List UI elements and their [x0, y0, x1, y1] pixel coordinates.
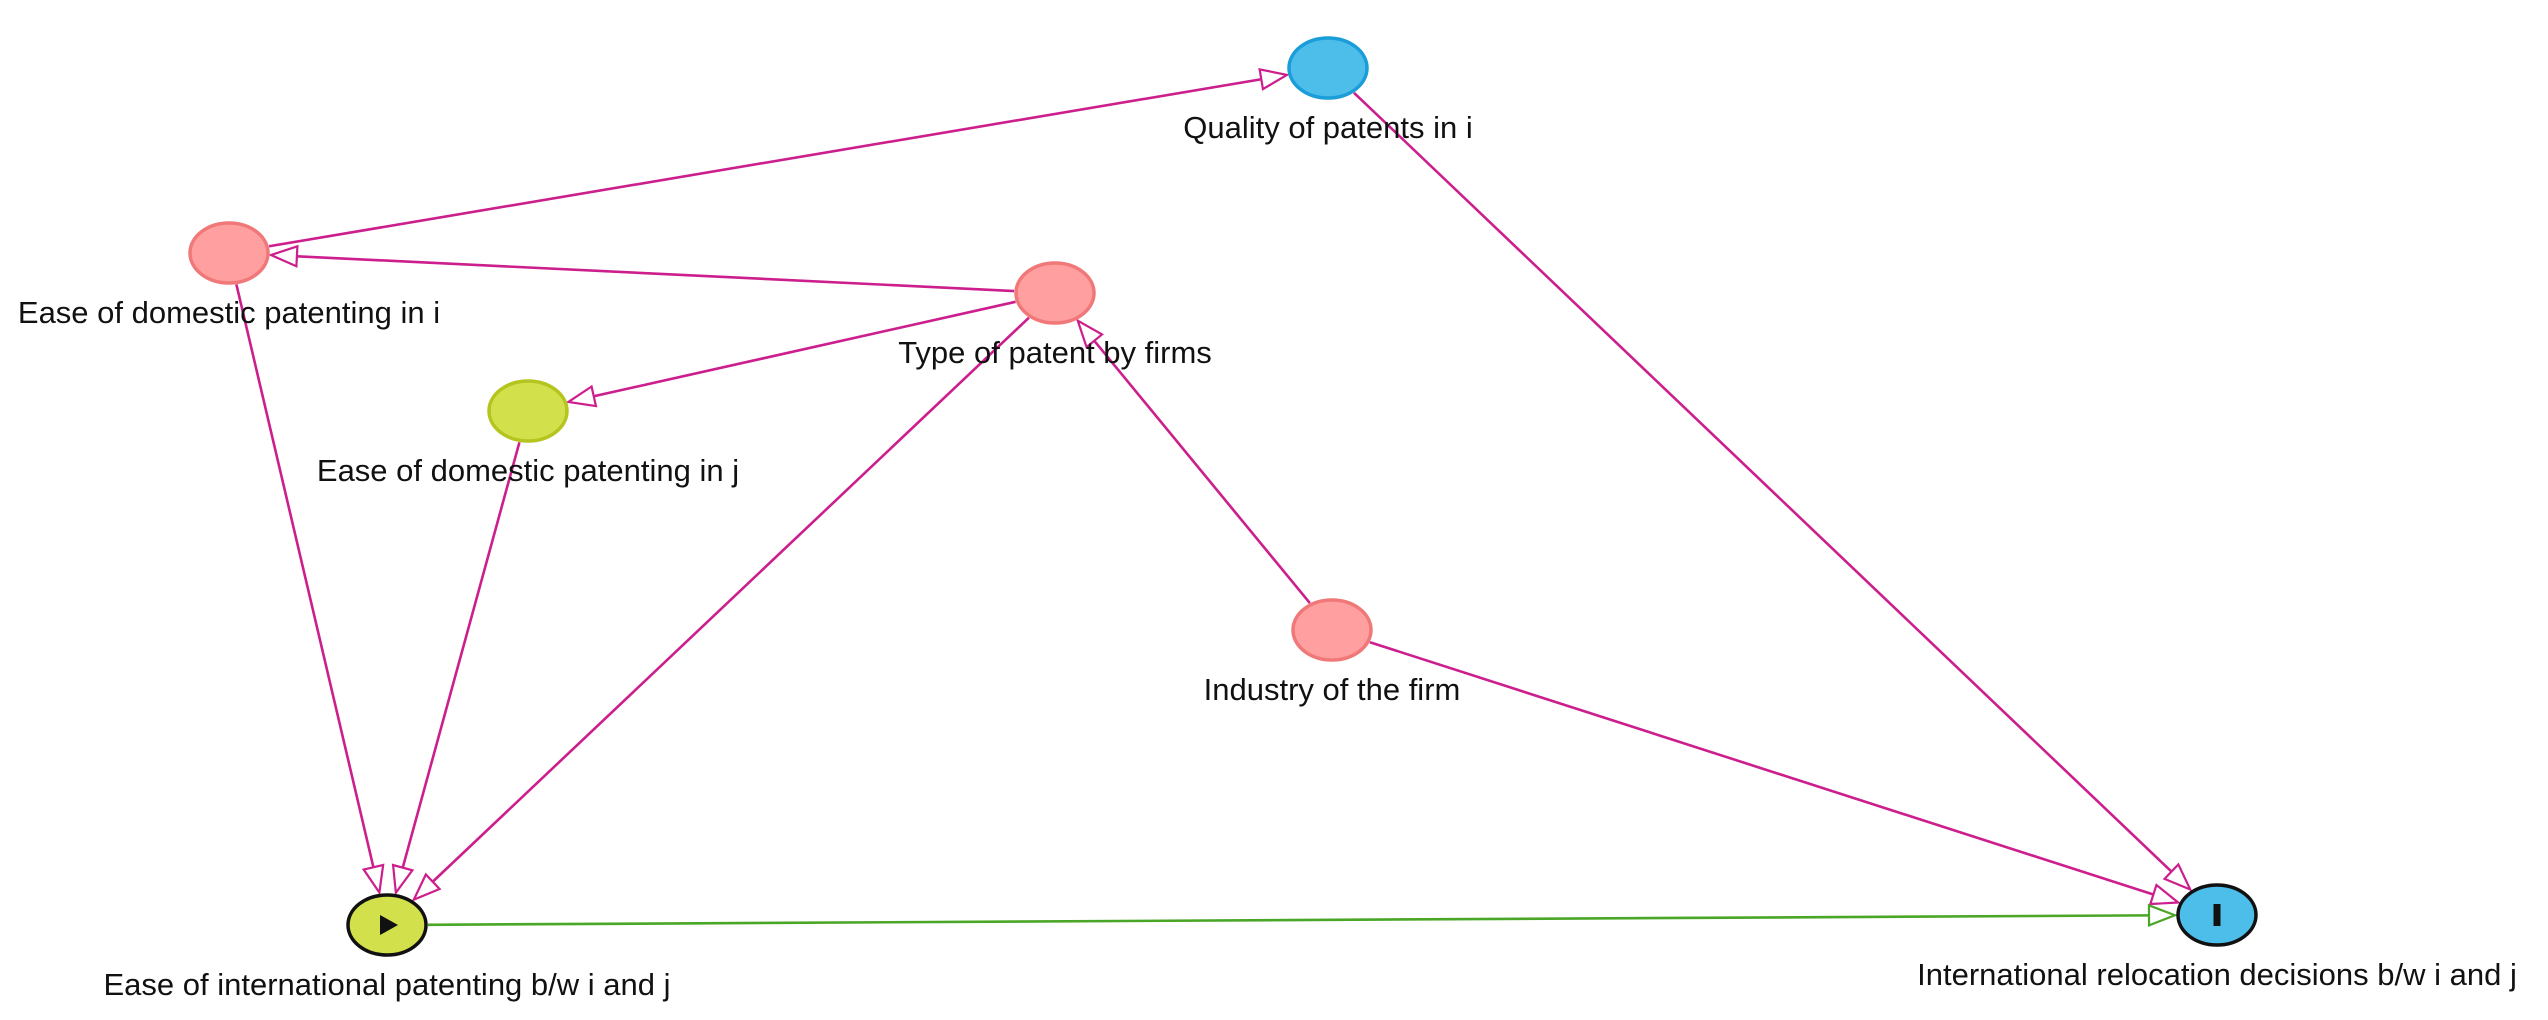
edge-line[interactable] — [296, 254, 1015, 293]
edge-ease_i-to-quality[interactable] — [268, 67, 1290, 248]
arrowhead-icon — [2162, 862, 2193, 892]
node-ellipse[interactable] — [1287, 36, 1369, 100]
edge-industry-to-outcome[interactable] — [1369, 640, 2182, 906]
edge-line[interactable] — [427, 914, 2150, 927]
node-ellipse[interactable] — [487, 379, 569, 443]
node-quality[interactable] — [1287, 36, 1369, 100]
arrowhead-icon — [2148, 883, 2182, 906]
node-label-quality: Quality of patents in i — [1183, 110, 1473, 145]
arrowhead-icon — [2147, 903, 2179, 927]
edge-industry-to-type[interactable] — [1075, 318, 1311, 604]
node-industry[interactable] — [1291, 598, 1373, 662]
node-label-ease_i: Ease of domestic patenting in i — [18, 295, 440, 330]
labels-layer: Quality of patents in i Ease of domestic … — [18, 110, 2517, 1002]
edge-line[interactable] — [1353, 91, 2173, 873]
node-ease_i[interactable] — [188, 221, 270, 285]
node-type[interactable] — [1014, 261, 1096, 325]
edge-line[interactable] — [235, 284, 375, 868]
node-ease_j[interactable] — [487, 379, 569, 443]
edge-line[interactable] — [401, 441, 521, 869]
edge-line[interactable] — [1093, 339, 1311, 604]
node-label-exposure: Ease of international patenting b/w i an… — [104, 967, 671, 1002]
arrowhead-icon — [361, 863, 385, 896]
edge-line[interactable] — [1369, 640, 2154, 896]
node-label-type: Type of patent by firms — [898, 335, 1212, 370]
edge-line[interactable] — [431, 316, 1030, 883]
nodes-layer — [188, 36, 2258, 957]
outcome-bar-icon — [2213, 904, 2221, 926]
edge-quality-to-outcome[interactable] — [1353, 91, 2193, 892]
arrowhead-icon — [411, 872, 442, 902]
node-label-outcome: International relocation decisions b/w i… — [1917, 957, 2517, 992]
edge-line[interactable] — [268, 77, 1262, 248]
exposure-play-icon — [380, 915, 398, 935]
arrowhead-icon — [267, 244, 299, 268]
arrowhead-icon — [391, 863, 415, 896]
node-exposure[interactable] — [346, 893, 428, 957]
edge-exposure-to-outcome[interactable] — [427, 903, 2179, 927]
edge-type-to-ease_j[interactable] — [565, 300, 1016, 408]
edge-line[interactable] — [593, 300, 1016, 398]
edges-layer — [235, 67, 2193, 927]
edge-type-to-exposure[interactable] — [411, 316, 1030, 902]
node-ellipse[interactable] — [1291, 598, 1373, 662]
node-ellipse[interactable] — [188, 221, 270, 285]
arrowhead-icon — [565, 384, 598, 408]
edge-ease_i-to-exposure[interactable] — [235, 284, 385, 896]
arrowhead-icon — [1075, 318, 1104, 350]
arrowhead-icon — [1258, 67, 1290, 91]
node-label-industry: Industry of the firm — [1204, 672, 1461, 707]
node-outcome[interactable] — [2176, 883, 2258, 947]
edge-type-to-ease_i[interactable] — [267, 244, 1015, 293]
node-label-ease_j: Ease of domestic patenting in j — [317, 453, 739, 488]
node-ellipse[interactable] — [1014, 261, 1096, 325]
edge-ease_j-to-exposure[interactable] — [391, 441, 521, 896]
